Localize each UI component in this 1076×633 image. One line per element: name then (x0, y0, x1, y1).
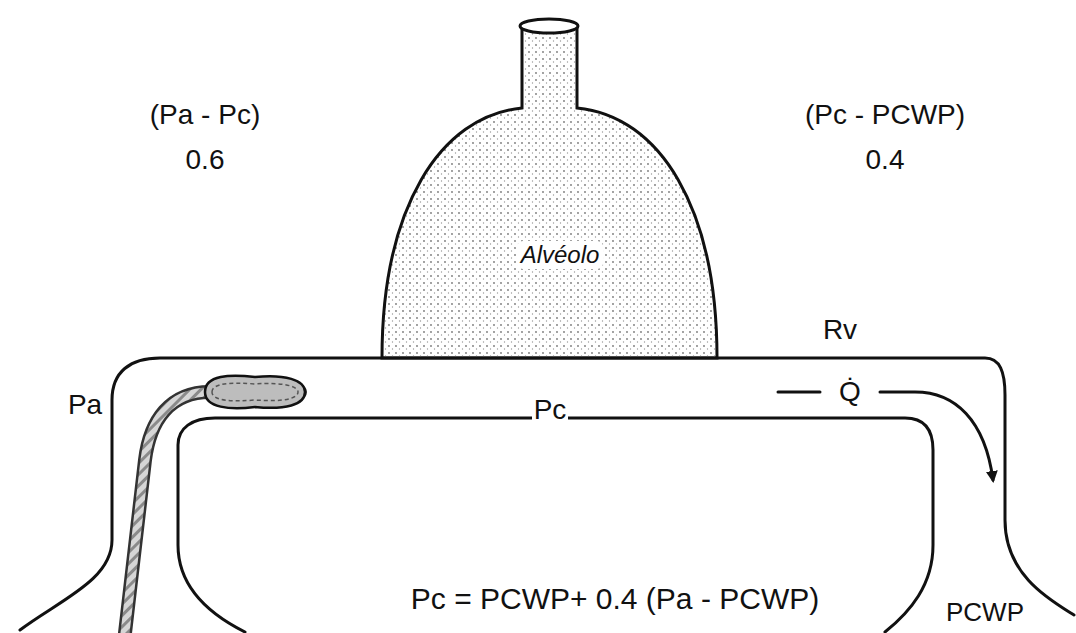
arterial-pressure-label: Pa (66, 390, 104, 421)
capillary-pressure-label: Pc (532, 395, 569, 426)
formula: Pc = PCWP+ 0.4 (Pa - PCWP) (409, 582, 821, 615)
resistance-label: Rv (821, 315, 859, 346)
fraction-value: 0.4 (864, 145, 907, 176)
pressure-difference: (Pc - PCWP) (803, 100, 967, 131)
alveolus-label: Alvéolo (517, 241, 604, 269)
fraction-value: 0.6 (184, 145, 227, 176)
wedge-pressure-label: PCWP (944, 598, 1026, 627)
flow-label: Q̇ (837, 377, 863, 408)
alveolus-shape: Alvéolo (380, 8, 720, 360)
pressure-difference: (Pa - Pc) (148, 100, 262, 131)
alveolus-outline (380, 8, 720, 360)
